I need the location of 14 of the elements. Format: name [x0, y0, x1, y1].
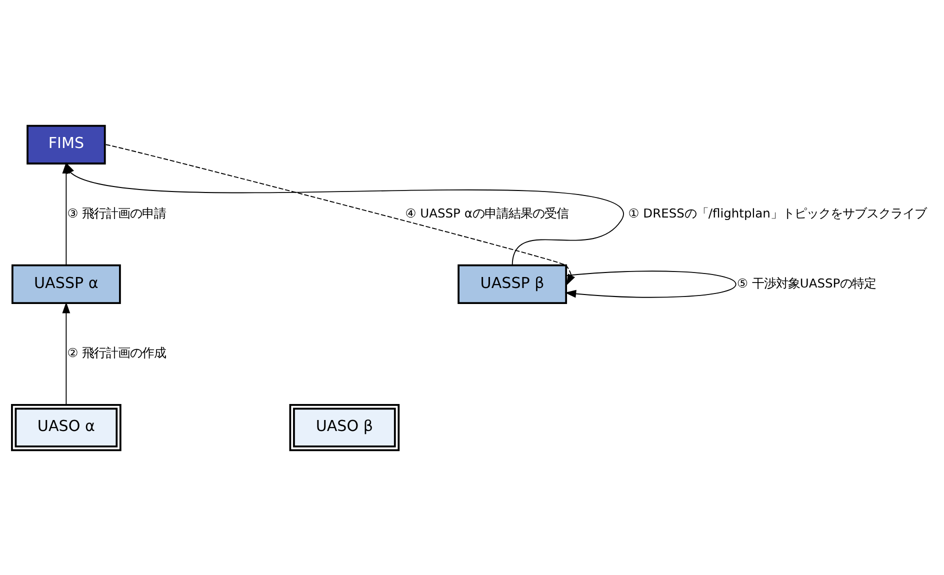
node-box: FIMS: [26, 124, 106, 164]
node-box: UASSP β: [458, 264, 568, 304]
edge-label: ③ 飛行計画の申請: [67, 206, 166, 220]
edge-label: ⑤ 干渉対象UASSPの特定: [737, 276, 876, 290]
arrow: [62, 301, 70, 405]
edge-label: ④ UASSP αの申請結果の受信: [405, 206, 568, 220]
arrow: [66, 162, 624, 266]
arrow: [564, 270, 736, 298]
node-box: UASO β: [289, 404, 400, 451]
edge-label: ① DRESSの「/flightplan」トピックをサブスクライブ: [628, 206, 926, 220]
node-box: UASSP α: [12, 264, 121, 304]
arrow: [105, 144, 576, 285]
node-box: UASO α: [11, 404, 122, 451]
edge-label: ② 飛行計画の作成: [67, 346, 166, 360]
